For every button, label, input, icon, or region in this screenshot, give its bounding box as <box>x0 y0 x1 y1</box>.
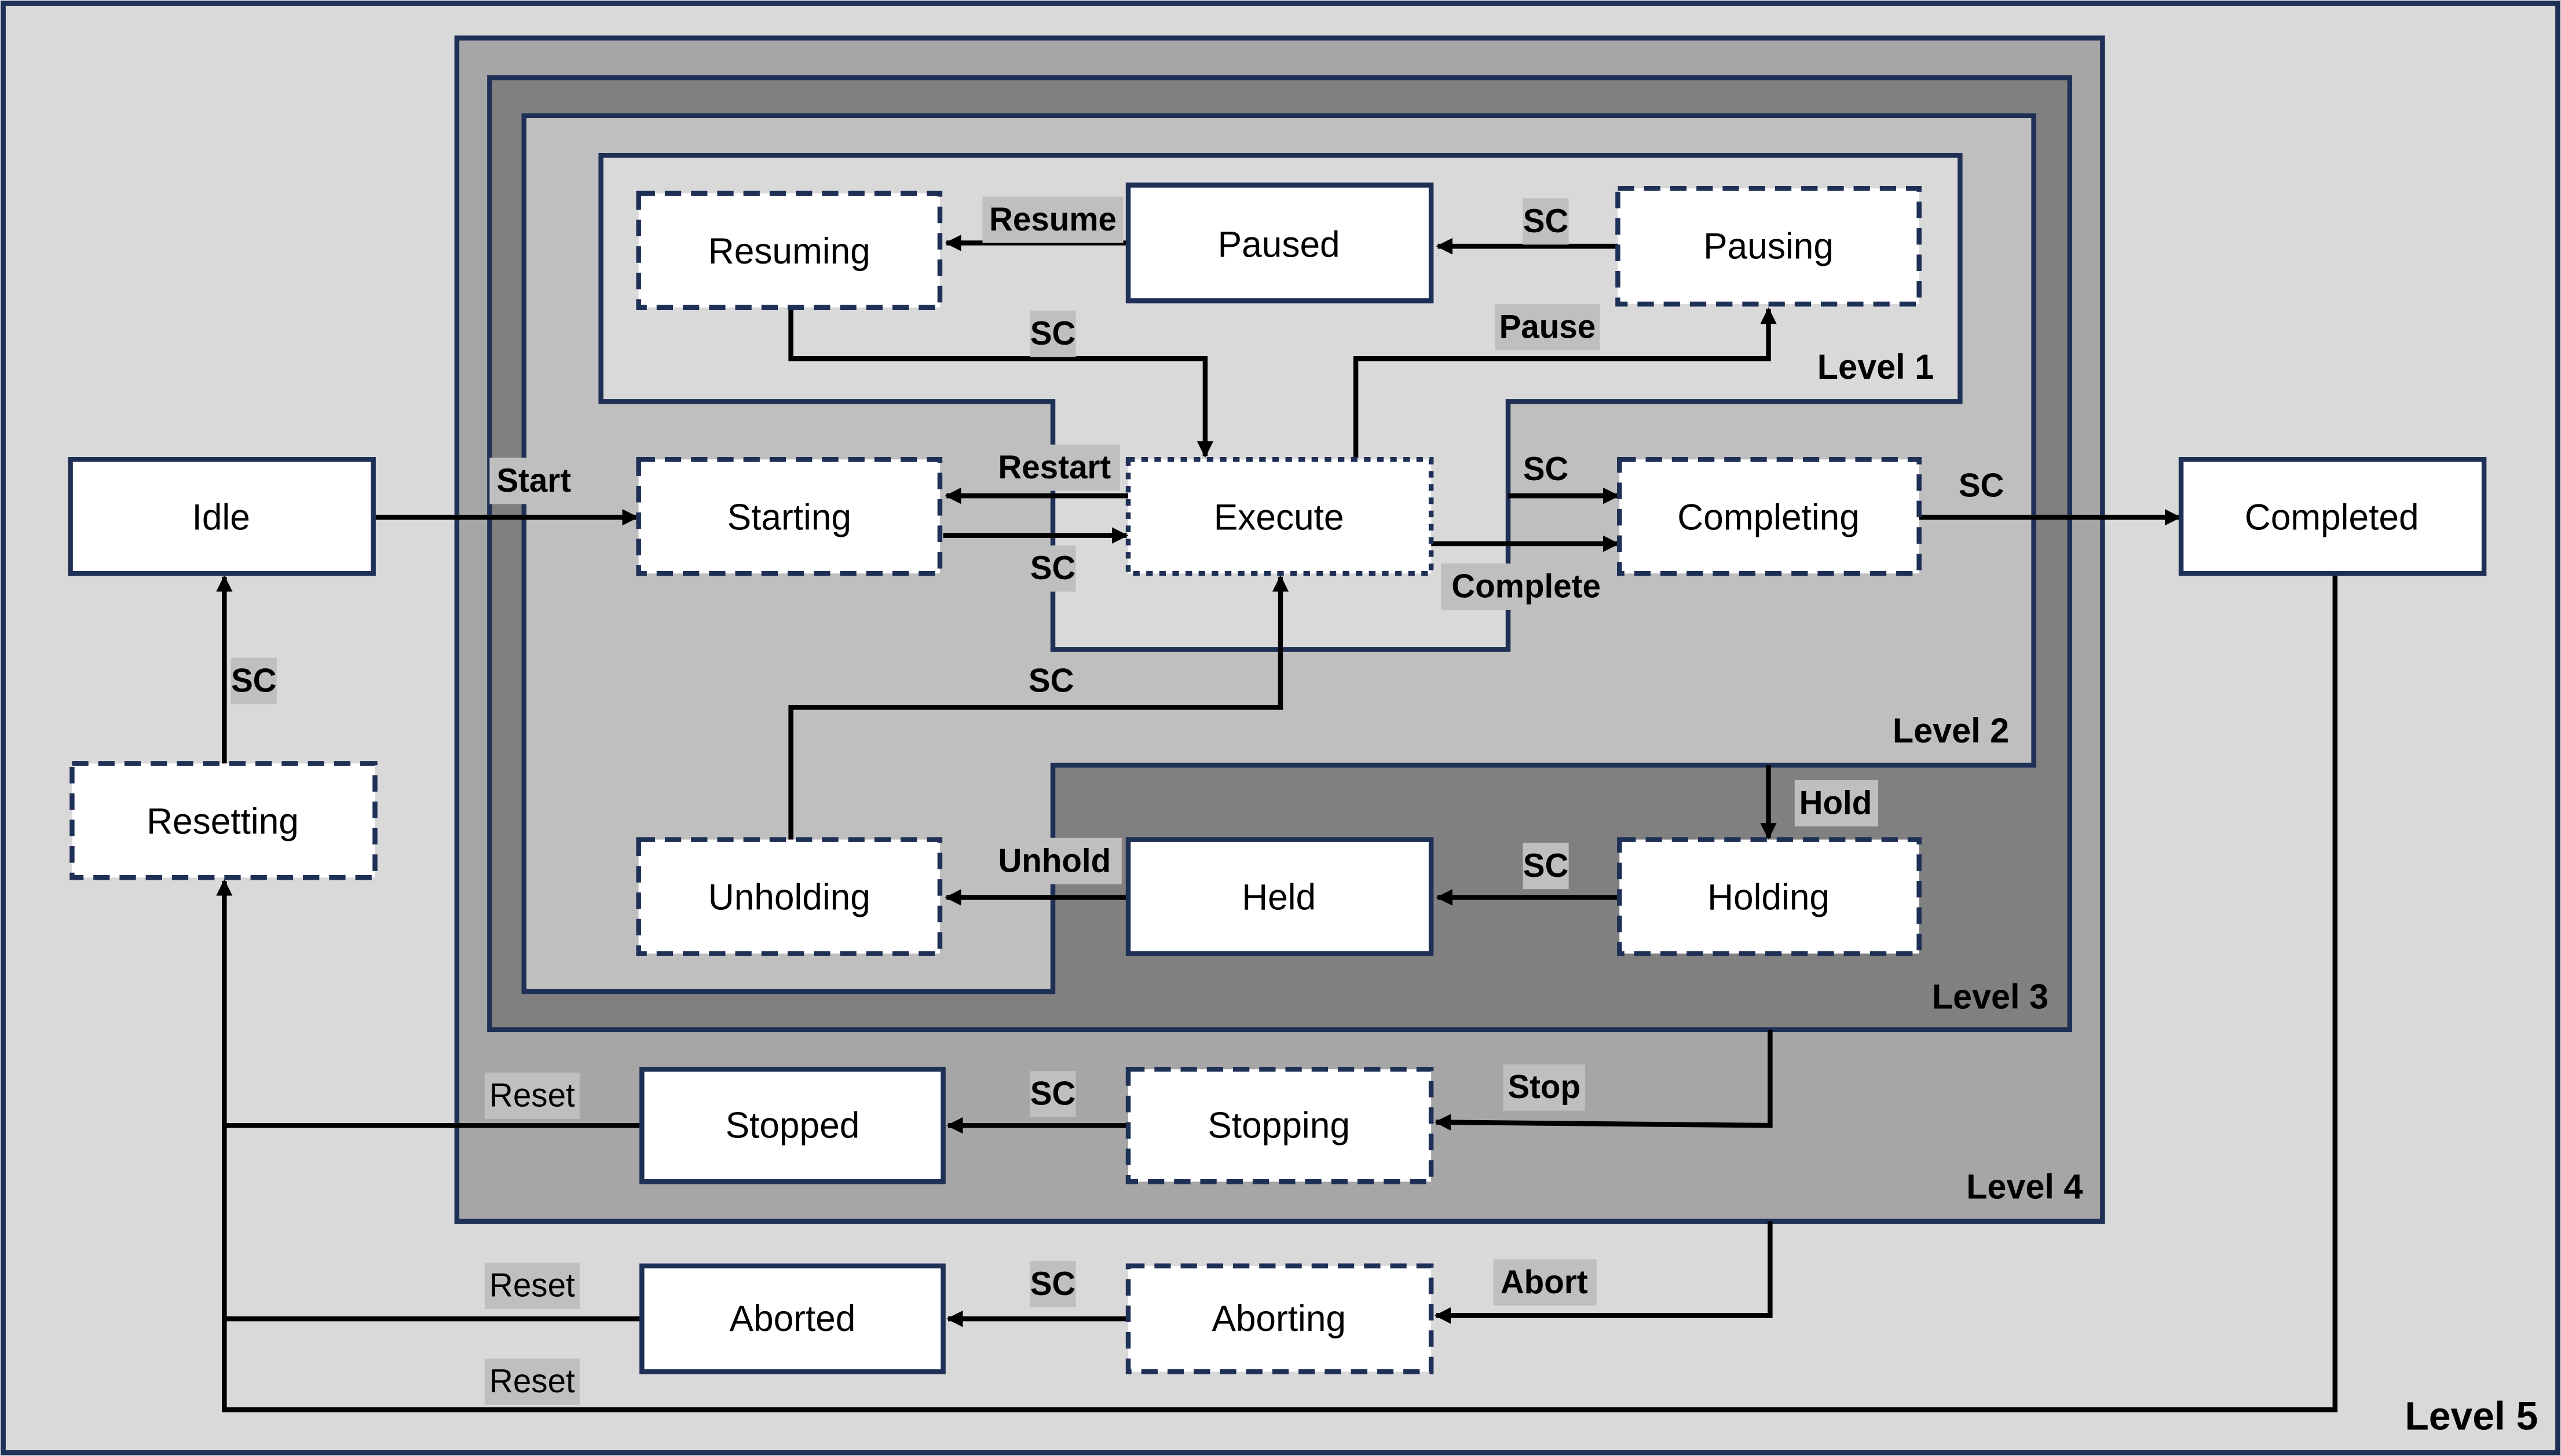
level-1-label: Level 1 <box>1817 347 1934 386</box>
state-paused[interactable]: Paused <box>1125 182 1434 303</box>
label-sc-pausing-paused: SC <box>1523 198 1569 245</box>
arrow-resuming-execute <box>788 307 1214 458</box>
level-2-label: Level 2 <box>1893 711 2009 750</box>
svg-text:SC: SC <box>1523 451 1569 488</box>
state-label: Completed <box>2245 497 2419 537</box>
svg-text:Reset: Reset <box>489 1267 575 1304</box>
state-label: Resuming <box>708 231 870 272</box>
label-sc-aborting-aborted: SC <box>1030 1261 1076 1308</box>
svg-text:SC: SC <box>1029 663 1074 699</box>
label-pause: Pause <box>1495 304 1600 350</box>
state-pausing[interactable]: Pausing <box>1615 186 1922 307</box>
label-sc-unholding-execute: SC <box>1028 657 1074 704</box>
state-label: Unholding <box>708 877 870 917</box>
svg-text:SC: SC <box>1030 1266 1076 1303</box>
state-label: Stopped <box>726 1105 860 1146</box>
svg-text:SC: SC <box>1523 203 1569 240</box>
svg-text:Pause: Pause <box>1499 309 1596 345</box>
label-sc-stopping-stopped: SC <box>1030 1071 1076 1118</box>
arrow-abort <box>1434 1221 1773 1324</box>
level-4-label: Level 4 <box>1966 1167 2083 1206</box>
state-label: Aborted <box>730 1298 856 1339</box>
state-label: Pausing <box>1703 226 1834 266</box>
svg-text:SC: SC <box>1030 1075 1076 1112</box>
label-unhold: Unhold <box>987 837 1122 884</box>
state-completed[interactable]: Completed <box>2178 457 2487 576</box>
arrow-reset-resetting <box>216 573 2338 1413</box>
label-hold: Hold <box>1794 780 1878 826</box>
label-abort: Abort <box>1493 1259 1597 1306</box>
svg-text:SC: SC <box>1959 467 2004 504</box>
label-reset-aborted: Reset <box>484 1263 580 1309</box>
level-3-label: Level 3 <box>1932 977 2048 1016</box>
label-sc-holding-held: SC <box>1523 843 1569 890</box>
label-sc-completing-completed: SC <box>1959 467 2004 504</box>
state-label: Stopping <box>1208 1105 1350 1146</box>
svg-text:Unhold: Unhold <box>998 843 1111 879</box>
label-reset-completed: Reset <box>484 1358 580 1405</box>
state-label: Completing <box>1677 497 1860 537</box>
label-stop: Stop <box>1503 1064 1585 1111</box>
svg-text:Start: Start <box>496 463 571 499</box>
svg-text:Reset: Reset <box>489 1077 575 1114</box>
svg-text:SC: SC <box>1030 316 1076 352</box>
state-label: Resetting <box>147 801 299 842</box>
level-5-label: Level 5 <box>2405 1394 2538 1438</box>
state-label: Aborting <box>1212 1298 1346 1339</box>
state-label: Holding <box>1707 877 1830 917</box>
label-sc-resetting-idle: SC <box>231 657 277 704</box>
arrow-execute-pausing <box>1353 307 1777 458</box>
state-starting[interactable]: Starting <box>636 457 943 576</box>
svg-text:SC: SC <box>1030 550 1076 587</box>
state-aborting[interactable]: Aborting <box>1125 1263 1434 1374</box>
state-resuming[interactable]: Resuming <box>636 191 943 310</box>
state-aborted[interactable]: Aborted <box>639 1263 946 1374</box>
state-unholding[interactable]: Unholding <box>636 837 943 956</box>
state-idle[interactable]: Idle <box>68 457 376 576</box>
state-execute[interactable]: Execute <box>1125 457 1434 576</box>
state-completing[interactable]: Completing <box>1617 457 1922 576</box>
svg-text:Restart: Restart <box>998 449 1111 486</box>
svg-text:Complete: Complete <box>1451 568 1601 605</box>
label-sc-starting-execute: SC <box>1030 545 1076 592</box>
label-sc-resuming-execute: SC <box>1030 310 1076 357</box>
state-label: Execute <box>1214 497 1344 537</box>
state-holding[interactable]: Holding <box>1617 837 1922 956</box>
svg-text:Reset: Reset <box>489 1363 575 1400</box>
state-held[interactable]: Held <box>1125 837 1434 956</box>
state-label: Starting <box>727 497 851 537</box>
label-complete: Complete <box>1441 564 1612 610</box>
state-resetting[interactable]: Resetting <box>69 761 378 880</box>
label-start: Start <box>489 458 579 504</box>
label-sc-execute-completing: SC <box>1523 446 1569 493</box>
svg-text:SC: SC <box>1523 848 1569 884</box>
svg-text:Resume: Resume <box>989 202 1117 238</box>
label-reset-stopped: Reset <box>484 1072 580 1119</box>
state-label: Paused <box>1218 224 1340 265</box>
svg-text:SC: SC <box>231 663 277 699</box>
svg-text:Abort: Abort <box>1501 1264 1588 1301</box>
state-label: Idle <box>192 497 250 537</box>
arrow-stop <box>1434 1029 1773 1131</box>
svg-text:Stop: Stop <box>1508 1069 1580 1106</box>
state-stopping[interactable]: Stopping <box>1125 1066 1434 1184</box>
svg-text:Hold: Hold <box>1799 785 1872 821</box>
label-resume: Resume <box>982 196 1124 243</box>
label-restart: Restart <box>989 444 1120 491</box>
state-stopped[interactable]: Stopped <box>639 1066 946 1184</box>
arrow-unholding-execute <box>788 575 1289 840</box>
state-label: Held <box>1242 877 1316 917</box>
